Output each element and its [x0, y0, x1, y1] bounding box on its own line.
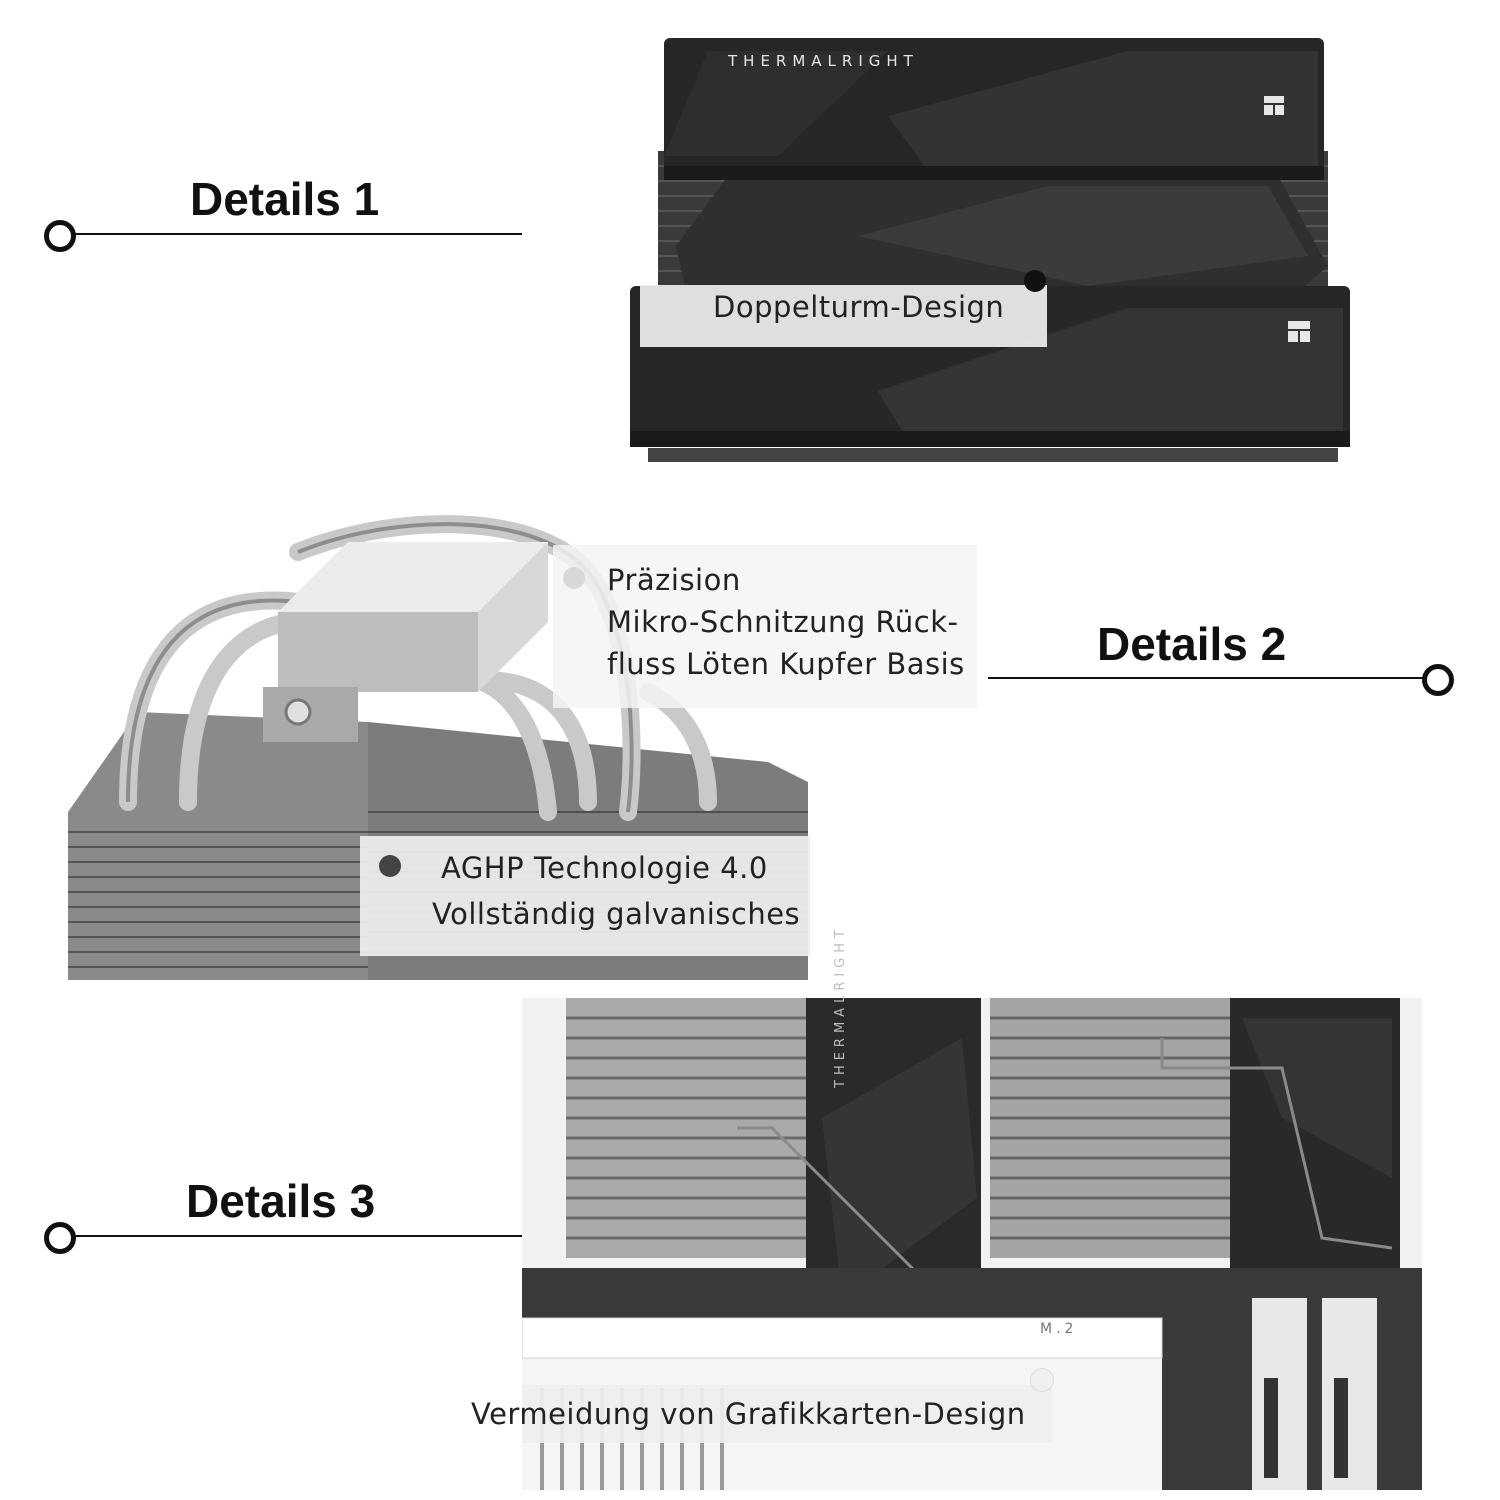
dual-fan-shroud-image — [630, 38, 1350, 462]
brand-text-top: THERMALRIGHT — [728, 52, 919, 70]
details-1-photo — [628, 36, 1354, 464]
details-1-caption-box — [640, 285, 1047, 347]
details-2-caption-line-5: Vollständig galvanisches — [432, 897, 801, 931]
m2-slot-label: M.2 — [1040, 1321, 1078, 1337]
details-1-caption: Doppelturm-Design — [713, 290, 1005, 324]
brand-text-fan: THERMALRIGHT — [833, 925, 848, 1088]
details-1-divider — [68, 233, 522, 235]
details-3-caption: Vermeidung von Grafikkarten-Design — [471, 1397, 1026, 1431]
thermalright-logo-icon — [1264, 96, 1284, 103]
details-3-photo — [522, 998, 1422, 1490]
details-2-caption-line-1: Präzision — [607, 563, 741, 597]
details-2-heading: Details 2 — [1097, 618, 1287, 670]
bullet-dot-icon — [379, 855, 401, 877]
details-2-top-caption-box — [553, 545, 977, 708]
details-2-bottom-caption-box — [360, 836, 810, 956]
details-3-heading: Details 3 — [186, 1175, 376, 1227]
ring-connector-icon — [1422, 664, 1454, 696]
ring-connector-icon — [44, 220, 76, 252]
bullet-dot-icon — [563, 567, 585, 589]
ring-connector-icon — [44, 1222, 76, 1254]
details-1-heading: Details 1 — [190, 173, 380, 225]
details-2-divider — [988, 677, 1436, 679]
details-2-caption-line-3: fluss Löten Kupfer Basis — [607, 647, 965, 681]
details-3-divider — [68, 1235, 522, 1237]
bullet-dot-icon — [1030, 1368, 1054, 1392]
ram-clearance-image — [522, 998, 1422, 1490]
details-2-caption-line-4: AGHP Technologie 4.0 — [441, 851, 768, 885]
details-2-caption-line-2: Mikro-Schnitzung Rück- — [607, 605, 959, 639]
details-3-caption-box — [522, 1385, 1052, 1443]
bullet-dot-icon — [1024, 270, 1046, 292]
